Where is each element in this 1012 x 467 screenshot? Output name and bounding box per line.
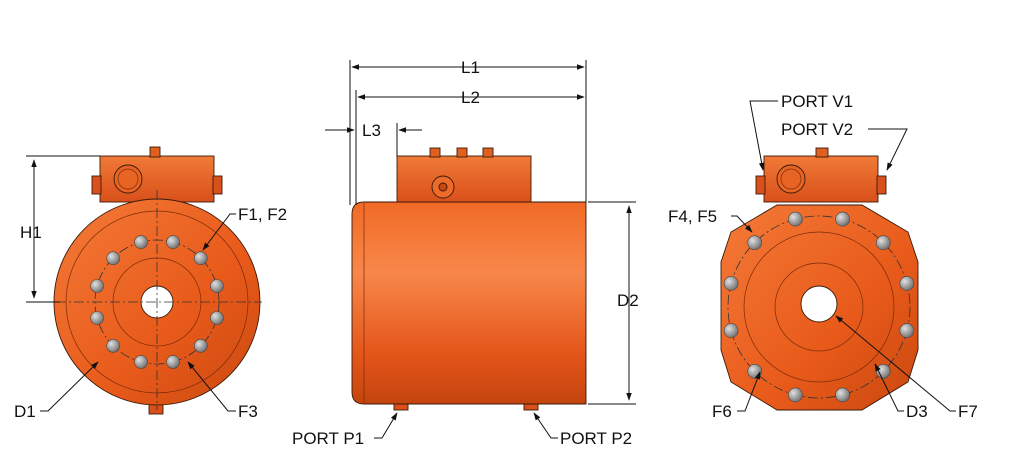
- rear-view: [720, 147, 919, 411]
- bolt-head: [899, 276, 915, 291]
- label-d2: D2: [617, 291, 639, 310]
- label-port-v1: PORT V1: [781, 92, 853, 111]
- bolt-head: [134, 235, 148, 249]
- front-dimensions: H1 D1 F1, F2 F3: [14, 155, 287, 421]
- bolt-head: [723, 323, 739, 338]
- label-l3: L3: [362, 121, 381, 140]
- bolt-head: [194, 338, 208, 353]
- label-port-p1: PORT P1: [292, 429, 364, 448]
- label-d1: D1: [14, 402, 36, 421]
- bolt-head: [788, 387, 803, 403]
- bolt-head: [788, 211, 803, 227]
- bolt-head: [875, 235, 891, 250]
- bolt-head: [166, 235, 180, 249]
- bolt-head: [106, 251, 120, 266]
- side-box-stub-1: [429, 147, 441, 158]
- rear-box-port-inner: [780, 168, 802, 190]
- side-dimensions: L1 L2 L3 D2 PORT P1 PORT P2: [292, 58, 639, 448]
- bolt-head: [210, 279, 224, 293]
- rear-dimensions: PORT V1 PORT V2 F4, F5 F6 D3 F7: [668, 92, 978, 421]
- label-f6: F6: [712, 402, 732, 421]
- rear-bolts: [723, 211, 915, 403]
- side-valve-box: [396, 155, 532, 203]
- front-bolts: [90, 235, 224, 369]
- side-box-stub-2: [456, 147, 468, 158]
- rear-face-ring: [743, 231, 895, 383]
- rear-bore: [800, 285, 838, 323]
- rear-box-stub: [815, 147, 829, 158]
- label-d3: D3: [906, 402, 928, 421]
- front-view: [38, 146, 262, 415]
- bolt-head: [134, 355, 148, 369]
- side-box-port-inner: [438, 182, 448, 192]
- bolt-head: [106, 338, 120, 353]
- label-h1: H1: [20, 223, 42, 242]
- bolt-head: [747, 235, 763, 250]
- front-box-stub: [149, 146, 161, 158]
- bolt-head: [835, 211, 850, 227]
- label-port-v2: PORT V2: [781, 120, 853, 139]
- bolt-head: [90, 311, 104, 325]
- label-f3: F3: [238, 402, 258, 421]
- label-f7: F7: [958, 402, 978, 421]
- bolt-head: [835, 387, 850, 403]
- rear-hub: [774, 262, 864, 352]
- front-box-port-inner: [117, 168, 139, 190]
- rear-box-side-right: [876, 175, 887, 195]
- side-cylinder: [351, 201, 587, 405]
- bolt-head: [90, 279, 104, 293]
- bolt-head: [723, 276, 739, 291]
- bolt-head: [899, 323, 915, 338]
- rear-box-side-left: [755, 175, 766, 195]
- side-box-stub-3: [482, 147, 494, 158]
- bolt-head: [210, 311, 224, 325]
- front-box-side-left: [91, 175, 102, 195]
- label-f1-f2: F1, F2: [238, 205, 287, 224]
- side-view: [351, 147, 587, 411]
- label-f4-f5: F4, F5: [668, 207, 717, 226]
- front-box-side-right: [212, 175, 223, 195]
- label-l2: L2: [461, 88, 480, 107]
- rear-bolt-circle: [727, 215, 911, 399]
- bolt-head: [194, 251, 208, 266]
- label-port-p2: PORT P2: [560, 429, 632, 448]
- label-l1: L1: [461, 58, 480, 77]
- bolt-head: [166, 355, 180, 369]
- bolt-head: [747, 363, 763, 379]
